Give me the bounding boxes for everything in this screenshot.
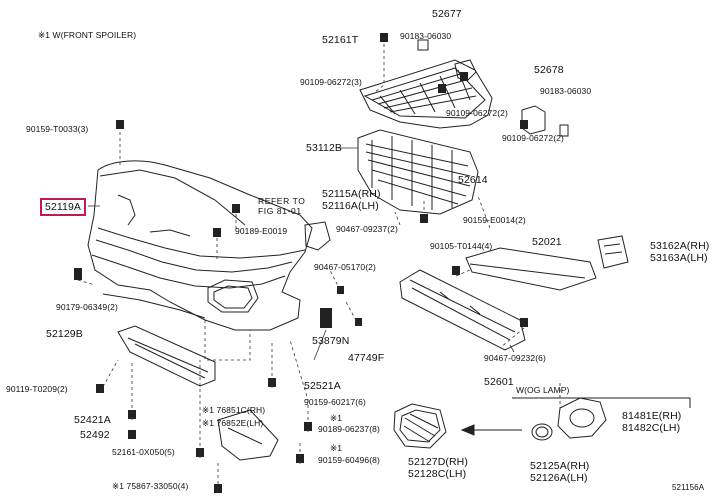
part-label-52678[interactable]: 52678 [534,64,564,76]
refer-line-2[interactable]: FIG 81-01 [258,206,302,216]
part-label-52127d-52128c[interactable]: 52127D(RH) 52128C(LH) [408,456,468,480]
part-label-90109-06272-2b[interactable]: 90109-06272(2) [502,133,564,143]
reinforcement-bar-drawing [465,247,597,291]
part-label-52115a-52116a[interactable]: 52115A(RH) 52116A(LH) [322,188,381,212]
fasteners [74,33,528,493]
part-label-76851c[interactable]: ※1 76851C(RH) [202,405,266,415]
front-spoiler-drawing [217,409,279,461]
part-label-90159-60217[interactable]: 90159-60217(6) [304,397,366,407]
part-label-90119-t0209[interactable]: 90119-T0209(2) [6,384,68,394]
part-label-53112b[interactable]: 53112B [306,142,343,154]
part-label-53162a-53163a[interactable]: 53162A(RH) 53163A(LH) [650,240,709,264]
part-label-81482c[interactable]: 81482C(LH) [622,422,681,434]
part-label-47749f[interactable]: 47749F [348,352,385,364]
part-label-53163a[interactable]: 53163A(LH) [650,252,708,264]
lower-grille-drawing [357,129,479,215]
part-label-52128c[interactable]: 52128C(LH) [408,468,467,480]
figure-code: 521156A [672,483,705,492]
part-label-52677[interactable]: 52677 [432,8,462,20]
upper-grille-drawing [359,59,493,129]
part-label-90467-09232[interactable]: 90467-09232(6) [484,353,546,363]
part-label-52116a[interactable]: 52116A(LH) [322,200,379,212]
refer-line-1: REFER TO [258,196,306,206]
part-label-90109-06272-2a[interactable]: 90109-06272(2) [446,108,508,118]
side-bracket-drawing [304,221,331,251]
part-label-52614[interactable]: 52614 [458,174,488,186]
part-label-90189-06237[interactable]: 90189-06237(8) [318,424,380,434]
part-label-52115a[interactable]: 52115A(RH) [322,188,381,200]
fog-lamp-cover-drawing [557,397,607,439]
part-label-52492[interactable]: 52492 [80,429,110,441]
part-label-52129b[interactable]: 52129B [46,328,83,340]
part-label-90105-t0144[interactable]: 90105-T0144(4) [430,241,493,251]
part-label-90159-60496[interactable]: 90159-60496(8) [318,455,380,465]
note-mark-1b: ※1 [330,443,343,453]
part-label-75867-33050[interactable]: ※1 75867-33050(4) [112,481,189,491]
fog-cover-drawing [393,403,447,449]
part-label-52601[interactable]: 52601 [484,376,514,388]
part-label-90183-06030-a[interactable]: 90183-06030 [400,31,452,41]
part-label-90109-06272-3[interactable]: 90109-06272(3) [300,77,362,87]
side-support-drawing [597,235,629,269]
part-label-52127d[interactable]: 52127D(RH) [408,456,468,468]
note-mark-1a: ※1 [330,413,343,423]
part-label-53879n[interactable]: 53879N [312,335,350,347]
part-label-53162a[interactable]: 53162A(RH) [650,240,710,252]
part-label-90159-e0014[interactable]: 90159-E0014(2) [463,215,526,225]
variant-note-og-lamp: W(OG LAMP) [516,385,570,395]
part-label-52521a[interactable]: 52521A [304,380,341,392]
bumper-cover-drawing [87,160,313,331]
part-label-52125a[interactable]: 52125A(RH) [530,460,590,472]
front-spoiler-note: ※1 W(FRONT SPOILER) [38,30,137,40]
part-label-90189-e0019[interactable]: 90189-E0019 [235,226,288,236]
part-label-90467-09237[interactable]: 90467-09237(2) [336,224,398,234]
part-label-90183-06030-b[interactable]: 90183-06030 [540,86,592,96]
part-label-52126a[interactable]: 52126A(LH) [530,472,588,484]
part-label-90467-05170[interactable]: 90467-05170(2) [314,262,376,272]
fog-lamp-ring-drawing [531,423,553,441]
part-label-52421a[interactable]: 52421A [74,414,111,426]
part-label-52125a-52126a[interactable]: 52125A(RH) 52126A(LH) [530,460,589,484]
part-label-52021[interactable]: 52021 [532,236,562,248]
part-label-81481e-81482c[interactable]: 81481E(RH) 81482C(LH) [622,410,681,434]
part-label-52161-0x050[interactable]: 52161-0X050(5) [112,447,175,457]
leader-lines [77,44,561,490]
energy-absorber-drawing [399,269,526,351]
under-cover-drawing [117,325,216,387]
part-label-90159-t0033[interactable]: 90159-T0033(3) [26,124,89,134]
part-label-52119a-highlighted[interactable]: 52119A [40,198,87,216]
part-label-90179-06349[interactable]: 90179-06349(2) [56,302,118,312]
refer-to-fig-note: REFER TO FIG 81-01 [258,196,305,216]
part-label-52161t[interactable]: 52161T [322,34,359,46]
part-label-76852e[interactable]: ※1 76852E(LH) [202,418,264,428]
part-label-81481e[interactable]: 81481E(RH) [622,410,682,422]
